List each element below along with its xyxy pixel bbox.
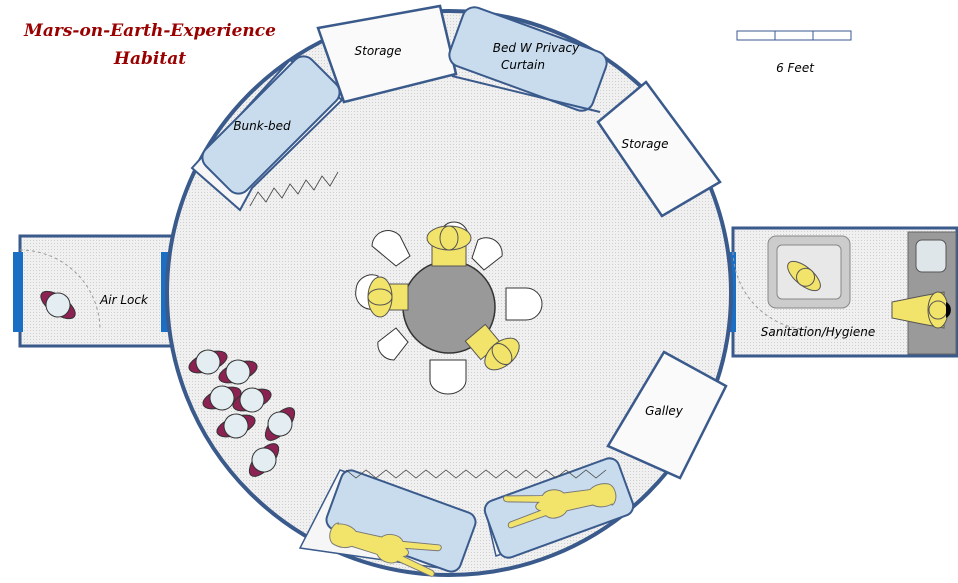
curtain-bottom xyxy=(345,469,607,479)
storage-right-label: Storage xyxy=(622,137,669,151)
bunk-bed-label: Bunk-bed xyxy=(233,119,291,133)
chairs xyxy=(355,221,543,395)
air-lock-label: Air Lock xyxy=(99,293,149,307)
bunk-bed xyxy=(201,55,341,195)
title-line1: Mars-on-Earth-Experience xyxy=(23,21,276,41)
chair-icon xyxy=(505,287,543,321)
person-icon xyxy=(787,260,821,292)
air-lock-module xyxy=(13,234,174,348)
person-icon xyxy=(426,225,472,267)
galley-area xyxy=(606,350,728,480)
main-habitat-circle xyxy=(165,4,733,578)
chair-icon xyxy=(377,327,409,361)
storage-top xyxy=(316,4,458,104)
title-line2: Habitat xyxy=(113,49,186,69)
sanitation-label: Sanitation/Hygiene xyxy=(761,325,875,339)
person-icon xyxy=(367,276,409,318)
sanitation-module xyxy=(726,226,958,358)
galley-label: Galley xyxy=(645,404,684,418)
privacy-bed-label-2: Curtain xyxy=(501,58,545,72)
privacy-bed xyxy=(448,6,608,112)
person-icon xyxy=(891,291,951,329)
scale-bar xyxy=(736,30,852,41)
storage-top-label: Storage xyxy=(355,44,402,58)
person-icon xyxy=(464,323,520,371)
scale-label: 6 Feet xyxy=(776,61,815,75)
curtain-bunk xyxy=(249,171,339,207)
chair-icon xyxy=(429,359,467,395)
storage-right xyxy=(596,80,722,218)
outer-hatch[interactable] xyxy=(13,252,23,332)
chair-icon xyxy=(471,237,503,271)
chair-icon xyxy=(371,230,411,267)
shower-icon xyxy=(915,239,947,273)
privacy-bed-label-1: Bed W Privacy xyxy=(493,41,580,55)
